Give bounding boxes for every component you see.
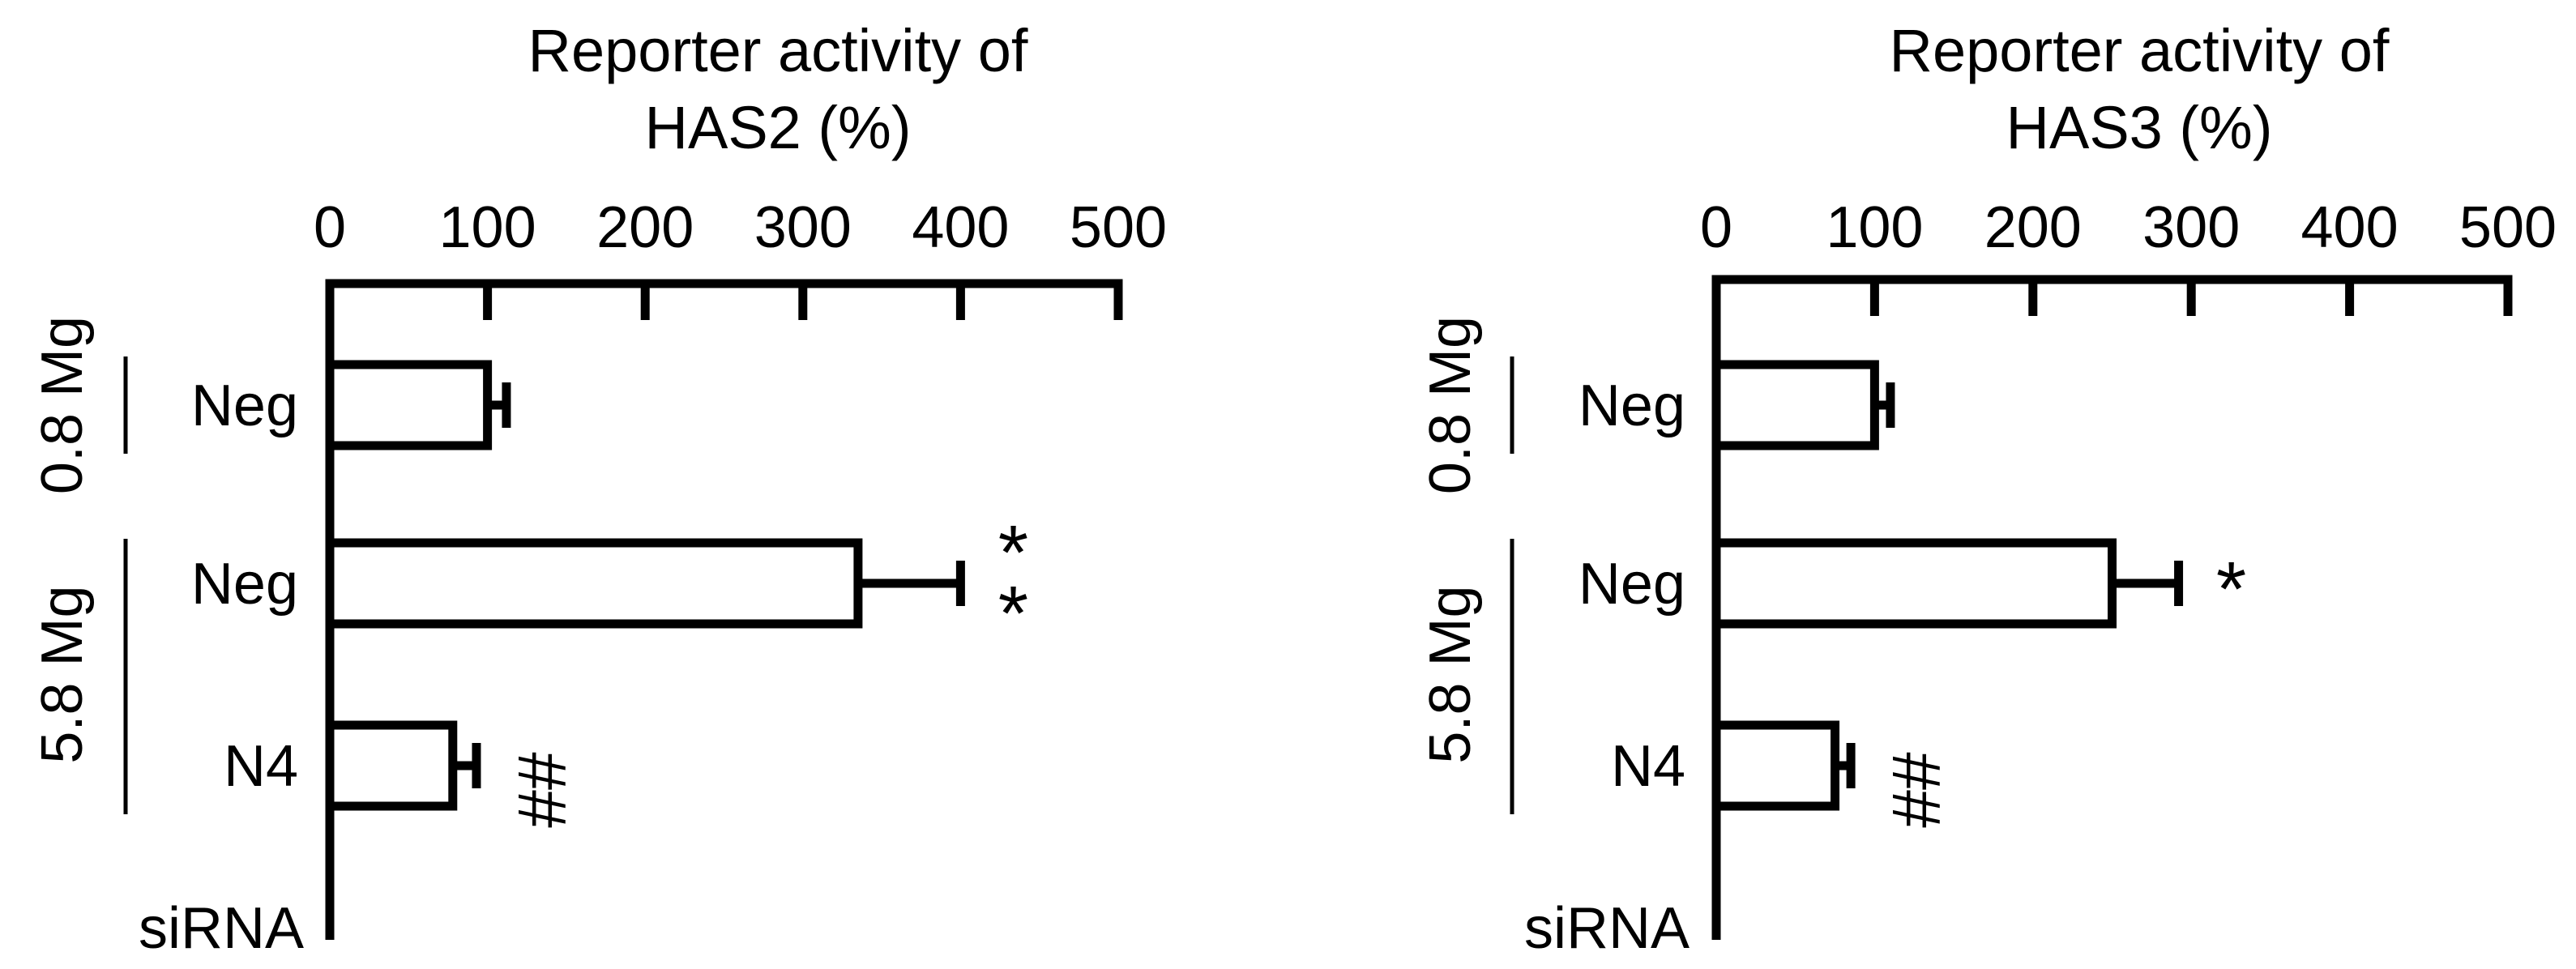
significance-mark: * <box>998 510 1028 596</box>
row-label: N4 <box>1611 734 1685 799</box>
significance-mark: * <box>2216 546 2246 633</box>
row-header-sirna: siRNA <box>139 896 304 961</box>
bar <box>325 720 458 811</box>
x-tick-label: 400 <box>2301 195 2399 260</box>
group-label: 5.8 Mg <box>1418 585 1483 763</box>
x-tick-label: 100 <box>1826 195 1923 260</box>
x-tick-label: 200 <box>596 195 694 260</box>
chart-title-line-1: Reporter activity of <box>528 17 1028 84</box>
bar <box>1711 360 1879 450</box>
chart-title-line-1: Reporter activity of <box>1890 17 2390 84</box>
significance-mark: ## <box>504 752 580 828</box>
row-label: Neg <box>191 552 298 617</box>
x-tick-label: 300 <box>754 195 852 260</box>
x-tick-label: 300 <box>2142 195 2240 260</box>
x-tick-label: 0 <box>1700 195 1732 260</box>
bar <box>1711 720 1840 811</box>
bar <box>1711 538 2117 629</box>
x-tick-label: 400 <box>912 195 1009 260</box>
x-tick-label: 500 <box>2459 195 2557 260</box>
chart-title-line-2: HAS2 (%) <box>645 94 912 161</box>
bar <box>325 538 863 629</box>
group-label: 5.8 Mg <box>30 585 95 763</box>
group-label: 0.8 Mg <box>1418 316 1483 494</box>
significance-mark: * <box>998 570 1028 657</box>
group-label: 0.8 Mg <box>30 316 95 494</box>
row-label: Neg <box>191 374 298 438</box>
x-tick-label: 100 <box>439 195 536 260</box>
row-label: Neg <box>1578 552 1685 617</box>
significance-mark: ## <box>1878 752 1954 828</box>
row-label: N4 <box>224 734 298 799</box>
bar <box>325 360 493 450</box>
chart-panel-has3: Reporter activity of HAS3 (%) 0 100 200 300 40… <box>1418 17 2557 961</box>
chart-panel-has2: Reporter activity of HAS2 (%) 0 100 200 300 40… <box>30 17 1167 961</box>
row-label: Neg <box>1578 374 1685 438</box>
x-tick-label: 200 <box>1984 195 2082 260</box>
x-tick-label: 0 <box>314 195 346 260</box>
chart-title-line-2: HAS3 (%) <box>2006 94 2273 161</box>
row-header-sirna: siRNA <box>1524 896 1690 961</box>
x-tick-label: 500 <box>1070 195 1167 260</box>
